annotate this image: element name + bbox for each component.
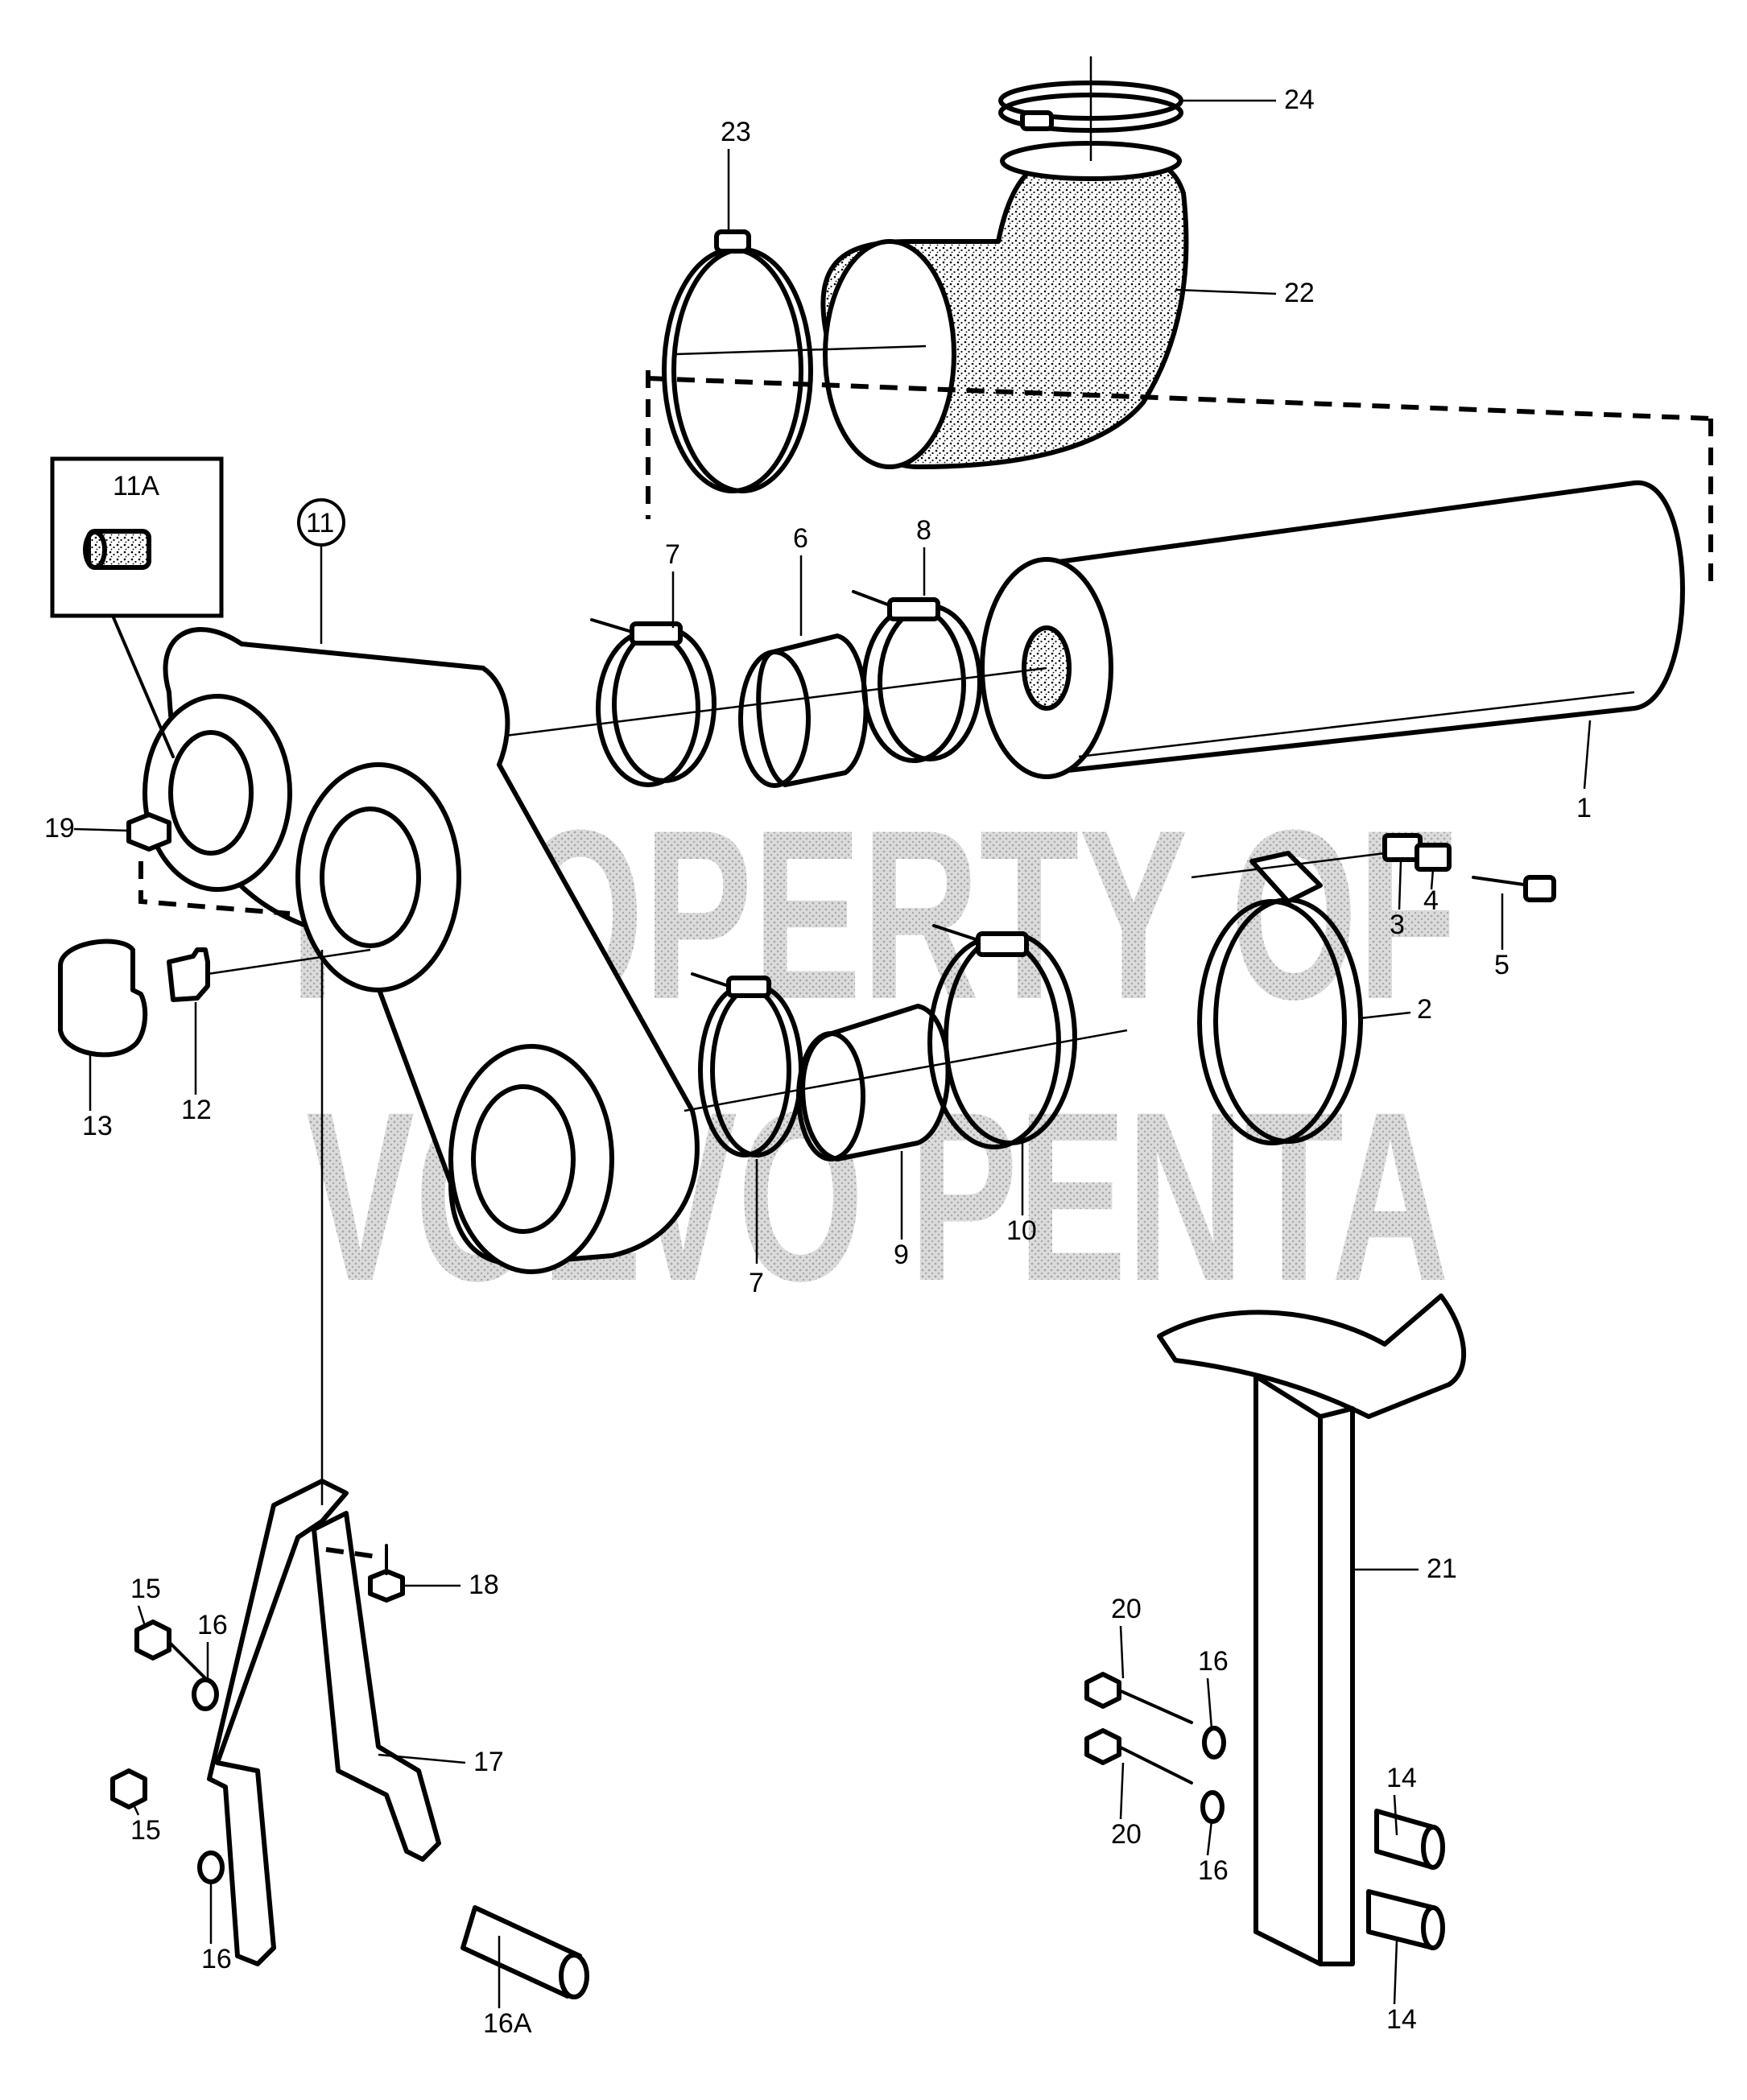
label-3: 3 — [1390, 910, 1405, 940]
elbow-hose-22 — [820, 141, 1189, 469]
clamp-10 — [927, 924, 1077, 1149]
label-16-right-lower: 16 — [1198, 1855, 1229, 1886]
label-20-lower: 20 — [1111, 1819, 1142, 1850]
label-9: 9 — [894, 1240, 909, 1270]
label-19: 19 — [44, 813, 75, 844]
label-22: 22 — [1284, 278, 1315, 308]
label-15-upper: 15 — [130, 1574, 161, 1604]
label-16a: 16A — [483, 2008, 532, 2039]
hose-clamp-23 — [662, 229, 927, 493]
label-15-lower: 15 — [130, 1815, 161, 1846]
hose-clamp-24 — [998, 56, 1183, 161]
bolt-5 — [1472, 875, 1556, 902]
label-4: 4 — [1423, 885, 1439, 916]
label-18: 18 — [469, 1570, 499, 1600]
label-14-lower: 14 — [1386, 2004, 1417, 2035]
label-2: 2 — [1417, 994, 1432, 1025]
label-20-upper: 20 — [1111, 1594, 1142, 1624]
label-14-upper: 14 — [1386, 1763, 1417, 1793]
label-12: 12 — [181, 1095, 212, 1125]
upper-centerline — [498, 666, 1047, 738]
label-16-right-upper: 16 — [1198, 1646, 1229, 1677]
bolts-20 — [1084, 1672, 1193, 1784]
bracket-clamp-2 — [1191, 851, 1386, 1145]
part-labels: 1 2 3 4 5 6 7 7 8 9 10 11 12 13 14 14 15… — [44, 85, 1592, 2039]
label-21: 21 — [1427, 1553, 1457, 1584]
label-17: 17 — [473, 1747, 504, 1777]
label-11a: 11A — [113, 471, 159, 501]
clamp-8 — [852, 590, 982, 763]
washers-16-left — [192, 1677, 225, 1884]
label-11: 11 — [306, 508, 334, 538]
nut-plate-4 — [1415, 843, 1452, 872]
label-16-left-upper: 16 — [197, 1610, 228, 1640]
label-7-upper: 7 — [665, 539, 680, 570]
label-10: 10 — [1006, 1215, 1037, 1246]
label-6: 6 — [793, 523, 808, 554]
label-13: 13 — [82, 1111, 113, 1141]
fitting-12 — [167, 947, 371, 1002]
muffler-1 — [980, 480, 1685, 779]
support-bracket-21 — [1157, 1293, 1467, 1966]
nut-19 — [126, 812, 291, 916]
elbow-lead-to-11a — [111, 614, 175, 758]
plug-13 — [58, 939, 148, 1058]
label-24: 24 — [1284, 85, 1315, 115]
nut-15-lower — [110, 1768, 147, 1809]
inset-box-11a: 11A — [50, 456, 224, 618]
exhaust-elbow-11 — [142, 627, 700, 1274]
mounting-bracket-17 — [207, 950, 441, 1966]
bolt-18 — [368, 1544, 405, 1603]
sleeve-6 — [738, 633, 869, 788]
clamp-7-upper — [590, 618, 717, 787]
spacer-16a — [460, 1905, 589, 1999]
bolt-15-upper — [134, 1619, 211, 1684]
label-1: 1 — [1576, 793, 1592, 823]
hose-assembly-bracket — [646, 370, 1713, 588]
leader-lines — [73, 99, 1592, 2008]
label-5: 5 — [1494, 950, 1510, 980]
label-23: 23 — [721, 117, 751, 147]
spacers-14 — [1366, 1809, 1445, 1950]
sleeve-9 — [796, 1004, 951, 1161]
label-16-left-lower: 16 — [201, 1944, 232, 1974]
lower-centerline — [684, 1029, 1128, 1112]
washers-16-right — [1200, 1726, 1226, 1824]
label-8: 8 — [916, 515, 931, 546]
label-7-lower: 7 — [749, 1268, 764, 1298]
